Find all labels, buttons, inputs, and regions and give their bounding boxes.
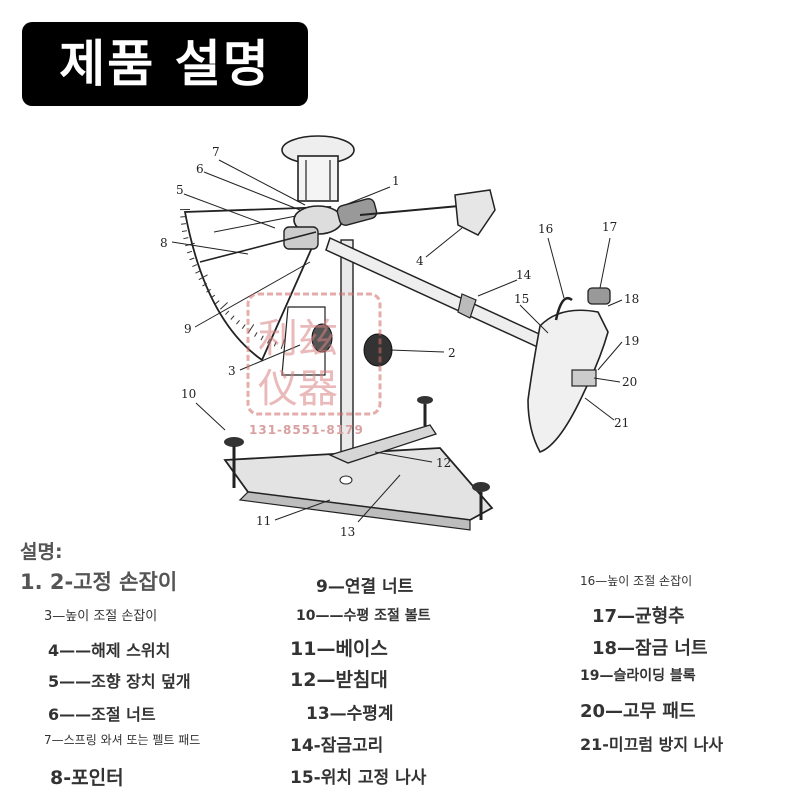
callout-4: 4 [416, 254, 424, 268]
legend-item: 8-포인터 [50, 767, 124, 789]
legend-item: 12—받침대 [290, 669, 388, 691]
base-rail [238, 491, 471, 531]
support [328, 424, 438, 464]
dial-tick [267, 338, 271, 344]
callout-9: 9 [184, 322, 192, 336]
handle-2 [363, 333, 393, 367]
legend-item: 6——조절 너트 [48, 705, 156, 724]
dial-tick [260, 335, 264, 341]
page-title: 제품 설명 [22, 22, 308, 106]
callout-19: 19 [624, 334, 640, 348]
dial-tick [241, 324, 246, 329]
dial-tick [183, 237, 189, 240]
callout-12: 12 [436, 456, 452, 470]
dial-tick [189, 257, 195, 261]
callout-3: 3 [228, 364, 236, 378]
counterweight [587, 287, 611, 305]
pendulum-head [527, 309, 609, 453]
dial-tick [215, 300, 220, 305]
dial-tick [219, 302, 228, 310]
dial-tick [195, 270, 201, 274]
lock-ring [457, 293, 477, 319]
dial-tick [198, 274, 208, 281]
adjust-knob [283, 226, 319, 250]
legend-item: 5——조향 장치 덮개 [48, 672, 191, 691]
callout-21: 21 [614, 416, 630, 430]
leveling-bolt-left [224, 437, 244, 488]
knob-3 [311, 323, 333, 353]
leveling-bolt-right [472, 482, 490, 520]
legend-item: 17—균형추 [592, 606, 685, 627]
dial-tick [210, 294, 216, 299]
callout-18: 18 [624, 292, 640, 306]
pointer [199, 231, 317, 263]
dial-tick [254, 332, 258, 337]
level-bubble [339, 475, 353, 485]
callout-1: 1 [392, 174, 400, 188]
svg-text:利兹: 利兹 [258, 316, 338, 362]
dial-tick [230, 315, 235, 320]
dial-tick [280, 339, 285, 349]
legend-item: 21-미끄럼 방지 나사 [580, 735, 724, 754]
legend-item: 14-잠금고리 [290, 736, 384, 756]
dial-tick [192, 264, 198, 268]
callout-20: 20 [622, 375, 638, 389]
callout-17: 17 [602, 220, 618, 234]
top-housing [297, 155, 339, 202]
watermark-stamp: 利兹 仪器 [246, 292, 382, 416]
legend-item: 16—높이 조절 손잡이 [580, 574, 693, 588]
legend-item: 13—수평계 [306, 704, 394, 724]
dial-tick [236, 320, 240, 325]
legend-item: 11—베이스 [290, 638, 388, 660]
handle-1 [336, 198, 378, 226]
dial-tick [206, 288, 211, 293]
legend-item: 18—잠금 너트 [592, 638, 708, 659]
callout-13: 13 [340, 525, 356, 539]
callout-11: 11 [256, 514, 272, 528]
dial-tick [225, 310, 230, 315]
callout-14: 14 [516, 268, 532, 282]
legend-item: 9—연결 너트 [316, 577, 414, 597]
dial-tick [181, 230, 188, 232]
legend-item: 15-위치 고정 나사 [290, 768, 427, 788]
release-switch [454, 189, 496, 236]
watermark-phone: 131-8551-8179 [249, 423, 364, 437]
dial-tick [180, 223, 187, 225]
svg-text:仪器: 仪器 [258, 366, 338, 412]
legend-item: 4——해제 스위치 [48, 641, 171, 660]
leveling-bolt-back [417, 396, 433, 426]
legend-item: 7—스프링 와셔 또는 펠트 패드 [44, 733, 201, 747]
dial-tick [202, 282, 208, 287]
dial-tick [273, 341, 277, 347]
slider-block [571, 369, 597, 387]
callout-8: 8 [160, 236, 168, 250]
callout-6: 6 [196, 162, 204, 176]
legend-item: 20—고무 패드 [580, 701, 696, 722]
callout-7: 7 [212, 145, 220, 159]
legend-heading: 설명: [20, 541, 63, 563]
callout-2: 2 [448, 346, 456, 360]
adjust-panel [281, 306, 326, 376]
release-arm [359, 204, 471, 216]
callout-16: 16 [538, 222, 554, 236]
legend-item: 10——수평 조절 볼트 [296, 608, 431, 624]
legend-item: 1. 2-고정 손잡이 [20, 570, 178, 594]
legend-item: 3—높이 조절 손잡이 [44, 609, 158, 624]
callout-10: 10 [181, 387, 197, 401]
callout-5: 5 [176, 183, 184, 197]
height-knob [554, 297, 573, 321]
dial-tick [187, 250, 193, 254]
legend-item: 19—슬라이딩 블록 [580, 668, 696, 684]
callout-15: 15 [514, 292, 530, 306]
